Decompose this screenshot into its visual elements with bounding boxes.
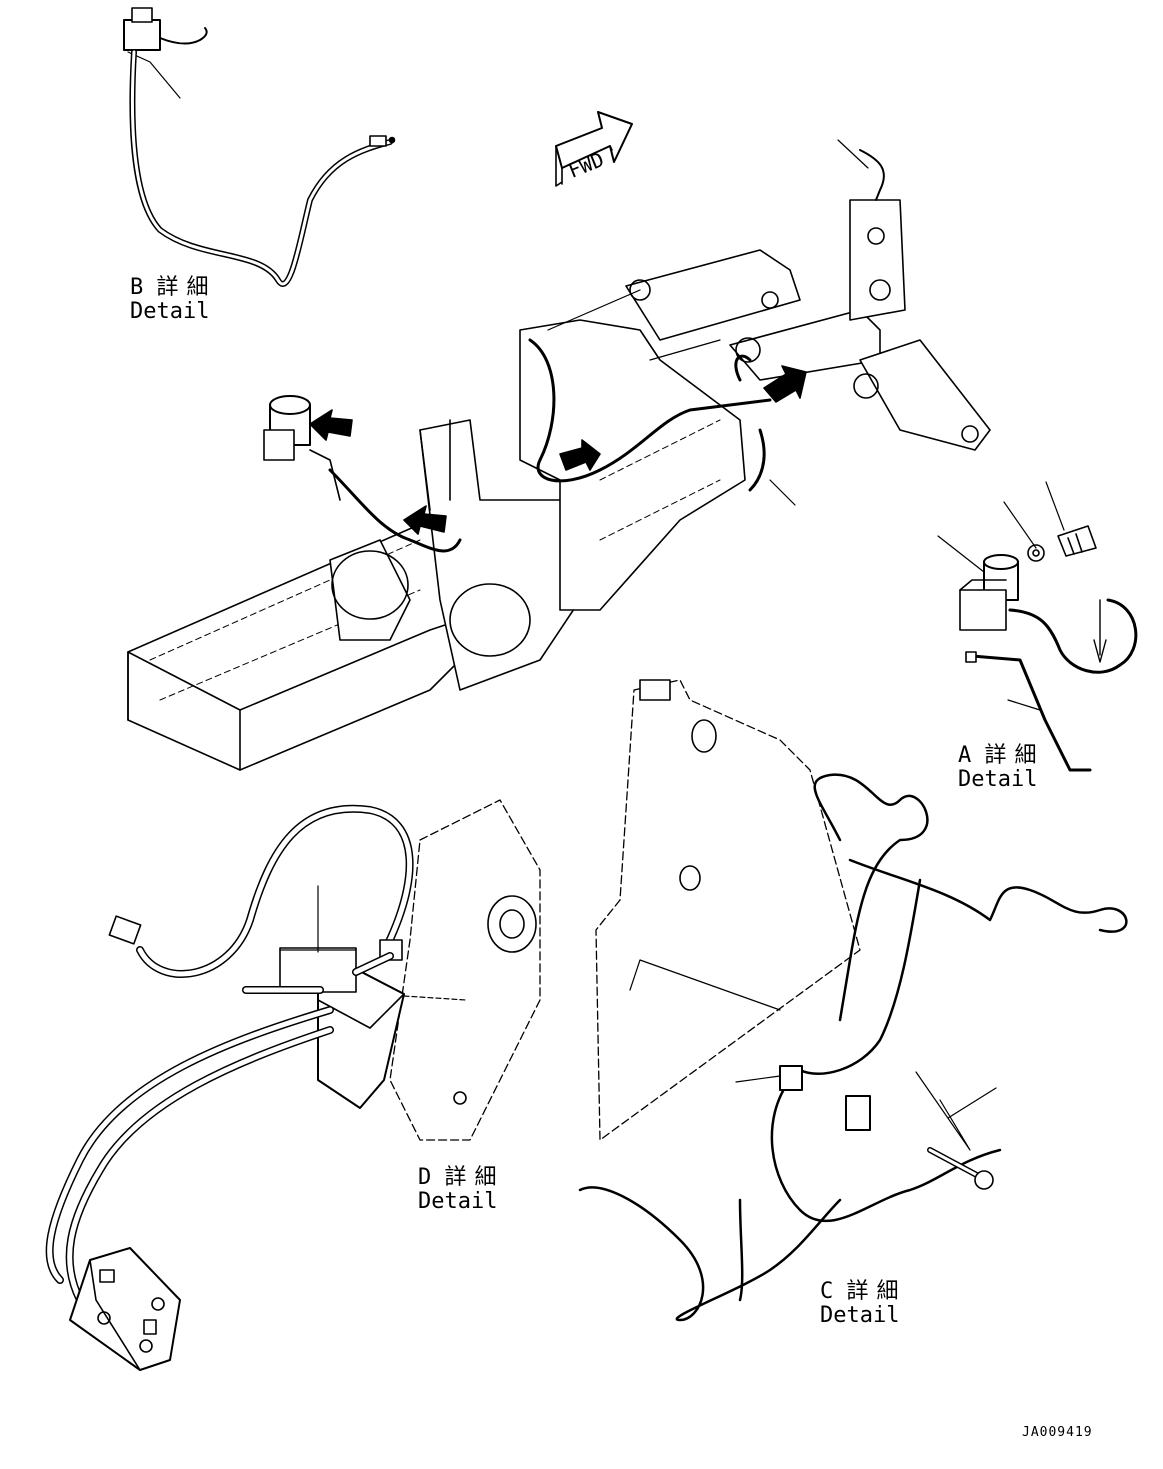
pointer-arrows <box>309 365 807 535</box>
detail-english: Detail <box>958 767 1038 792</box>
detail-label-d: D 詳細 Detail <box>418 1166 505 1214</box>
fwd-arrow <box>555 111 633 187</box>
drawing-code: JA009419 <box>1022 1425 1093 1440</box>
detail-english: Detail <box>130 299 210 324</box>
frame-solenoid <box>263 395 341 501</box>
detail-letter: A <box>958 743 972 768</box>
detail-english: Detail <box>820 1303 900 1328</box>
detail-b-hose-assembly <box>123 7 396 287</box>
machine-frame <box>127 139 991 771</box>
detail-letter: B <box>130 275 144 300</box>
detail-label-a: A 詳細 Detail <box>958 744 1045 792</box>
detail-english: Detail <box>418 1189 498 1214</box>
detail-japanese: 詳細 <box>156 275 217 300</box>
detail-japanese: 詳細 <box>846 1279 907 1304</box>
detail-letter: C <box>820 1279 834 1304</box>
detail-c-wiring-harness <box>578 679 1128 1322</box>
detail-d-valve-hoses <box>45 799 541 1371</box>
detail-label-b: B 詳細 Detail <box>130 276 217 324</box>
detail-a-solenoid-valve <box>937 481 1138 772</box>
detail-letter: D <box>418 1165 432 1190</box>
detail-japanese: 詳細 <box>444 1165 505 1190</box>
detail-japanese: 詳細 <box>984 743 1045 768</box>
detail-label-c: C 詳細 Detail <box>820 1280 907 1328</box>
